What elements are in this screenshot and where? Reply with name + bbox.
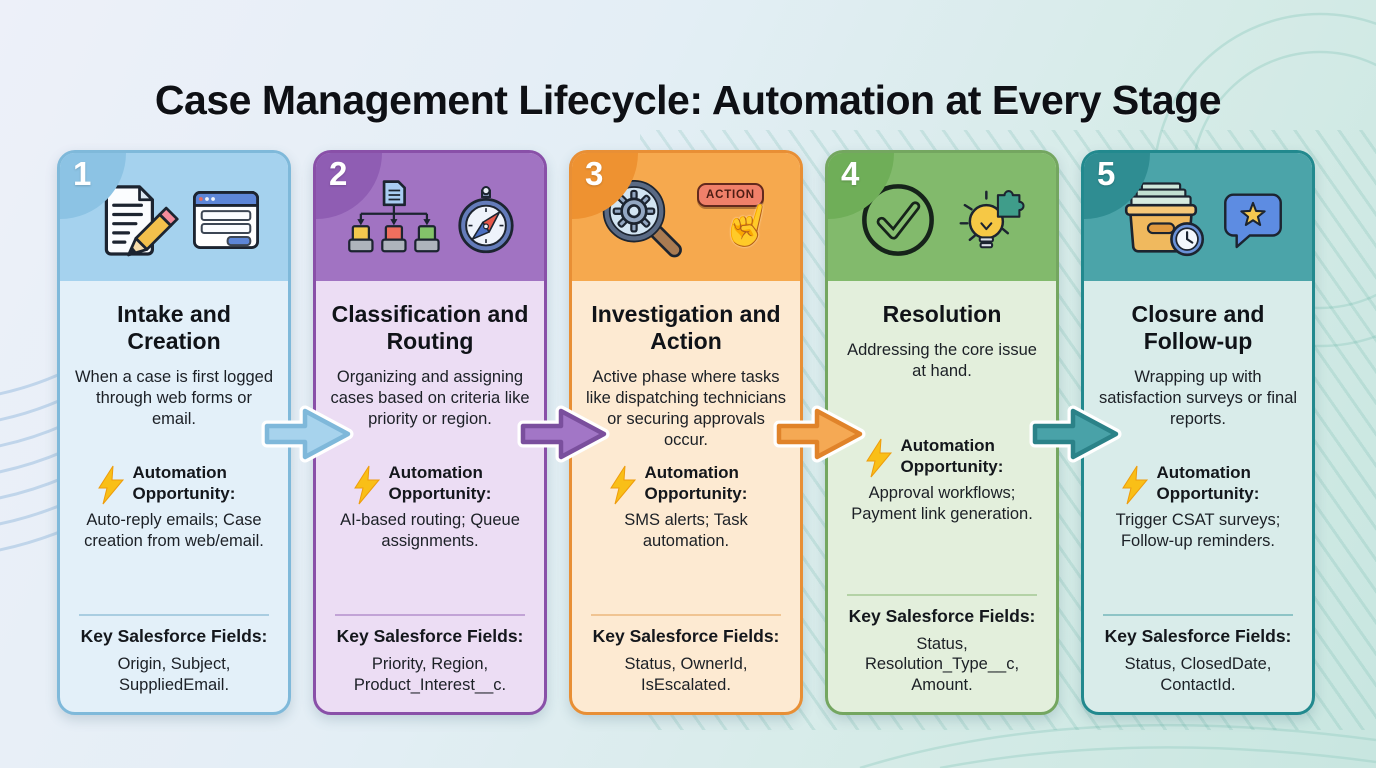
stage-header: 2 [316,153,544,281]
stage-header: 3 [572,153,800,281]
lightning-bolt-icon [97,465,124,505]
salesforce-fields-text: Priority, Region, Product_Interest__c. [353,655,507,695]
automation-label: Automation Opportunity: [388,463,492,503]
stage-card-resolution: 4 Resolution Addressing th [825,150,1059,715]
divider [1103,614,1293,617]
feedback-star-bubble-icon [1224,193,1282,249]
web-form-icon [193,191,259,249]
automation-label: Automation Opportunity: [132,463,236,503]
salesforce-fields-text: Origin, Subject, SuppliedEmail. [117,655,231,695]
divider [847,593,1037,596]
arrow-right-icon [517,405,610,463]
automation-opportunity: Automation Opportunity: [72,463,276,505]
automation-opportunity: Automation Opportunity: [584,463,788,505]
stage-title: Classification and Routing [331,301,529,355]
hand-pointer-icon: ☝ [716,195,779,254]
action-button-icon: ACTION ☝ [697,177,778,263]
automation-text: SMS alerts; Task automation. [624,511,748,551]
stage-cards-row: 1 [57,150,1315,715]
stage-number: 3 [585,155,604,192]
automation-text: AI-based routing; Queue assignments. [340,511,520,551]
automation-opportunity: Automation Opportunity: [1096,463,1300,505]
stage-title: Closure and Follow-up [1131,301,1265,355]
fields-section: Key Salesforce Fields: Status, Resolutio… [840,582,1044,698]
fields-section: Key Salesforce Fields: Status, ClosedDat… [1096,602,1300,698]
automation-label: Automation Opportunity: [644,463,748,503]
stage-number: 5 [1097,155,1116,192]
salesforce-fields-text: Status, Resolution_Type__c, Amount. [864,634,1020,695]
stage-header: 1 [60,153,288,281]
stage-description: Active phase where tasks like dispatchin… [586,368,786,449]
stage-description: Wrapping up with satisfaction surveys or… [1098,368,1298,428]
arrow-right-icon [773,405,866,463]
arrow-right-icon [261,405,354,463]
check-circle-icon [862,184,934,256]
action-button-label: ACTION [697,183,764,207]
lightning-bolt-icon [1121,465,1148,505]
divider [79,614,269,617]
fields-section: Key Salesforce Fields: Priority, Region,… [328,602,532,698]
stage-description: Addressing the core issue at hand. [847,341,1037,380]
automation-text: Trigger CSAT surveys; Follow-up reminder… [1115,511,1281,551]
salesforce-fields-label: Key Salesforce Fields: [592,626,780,647]
compass-icon [458,186,514,254]
salesforce-fields-label: Key Salesforce Fields: [336,626,524,647]
divider [591,614,781,617]
salesforce-fields-text: Status, OwnerId, IsEscalated. [624,655,748,695]
stage-title: Resolution [882,301,1002,327]
stage-body: Resolution Addressing the core issue at … [828,281,1056,712]
stage-title: Intake and Creation [117,301,231,355]
fields-section: Key Salesforce Fields: Status, OwnerId, … [584,602,788,698]
stage-body: Intake and Creation When a case is first… [60,281,288,712]
stage-header: 5 [1084,153,1312,281]
archive-clock-icon [1124,182,1205,257]
page-title: Case Management Lifecycle: Automation at… [154,77,1222,124]
stage-title: Investigation and Action [591,301,781,355]
lightning-bolt-icon [609,465,636,505]
automation-label: Automation Opportunity: [900,436,1004,476]
stage-number-badge: 4 [828,153,894,219]
salesforce-fields-label: Key Salesforce Fields: [1104,626,1292,647]
stage-body: Investigation and Action Active phase wh… [572,281,800,712]
document-routing-icon [348,180,440,253]
stage-number: 1 [73,155,92,192]
automation-text: Auto-reply emails; Case creation from we… [84,511,264,551]
stage-body: Closure and Follow-up Wrapping up with s… [1084,281,1312,712]
salesforce-fields-text: Status, ClosedDate, ContactId. [1124,655,1272,695]
stage-body: Classification and Routing Organizing an… [316,281,544,712]
divider [335,614,525,617]
stage-number: 2 [329,155,348,192]
stage-card-intake: 1 [57,150,291,715]
automation-opportunity: Automation Opportunity: [840,436,1044,478]
automation-label: Automation Opportunity: [1156,463,1260,503]
automation-text: Approval workflows; Payment link generat… [851,484,1033,523]
stage-description: When a case is first logged through web … [74,368,274,428]
salesforce-fields-label: Key Salesforce Fields: [848,605,1036,626]
stage-header: 4 [828,153,1056,281]
document-pencil-icon [104,185,179,257]
idea-bulb-puzzle-icon [959,190,1025,249]
fields-section: Key Salesforce Fields: Origin, Subject, … [72,602,276,698]
salesforce-fields-label: Key Salesforce Fields: [80,626,268,647]
stage-number: 4 [841,155,860,192]
lightning-bolt-icon [353,465,380,505]
stage-description: Organizing and assigning cases based on … [330,368,530,428]
lightning-bolt-icon [865,438,892,478]
arrow-right-icon [1029,405,1122,463]
automation-opportunity: Automation Opportunity: [328,463,532,505]
